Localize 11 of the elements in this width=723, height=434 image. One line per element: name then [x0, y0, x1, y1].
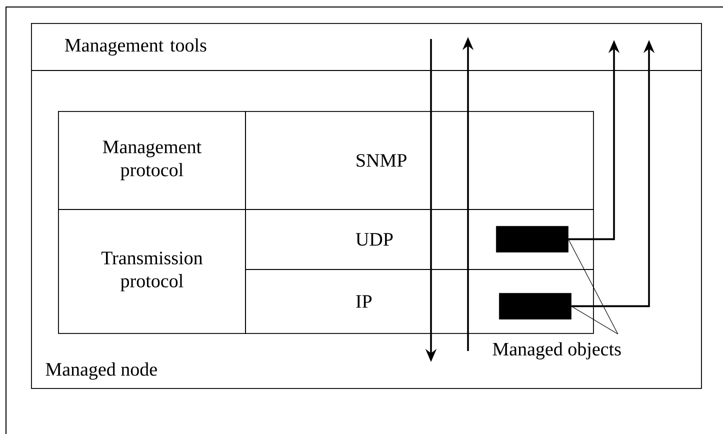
leader-line — [571, 306, 618, 334]
table-cell: IP — [245, 269, 594, 334]
leader-line — [568, 238, 618, 334]
text-label: Managed objects — [492, 342, 621, 360]
object-box — [499, 293, 572, 320]
table-cell: SNMP — [245, 111, 594, 210]
table-cell: Transmission protocol — [58, 209, 246, 334]
table-cell: UDP — [245, 209, 594, 270]
band: Management tools — [31, 23, 702, 71]
table-cell: Management protocol — [58, 111, 246, 210]
object-box — [496, 226, 568, 252]
